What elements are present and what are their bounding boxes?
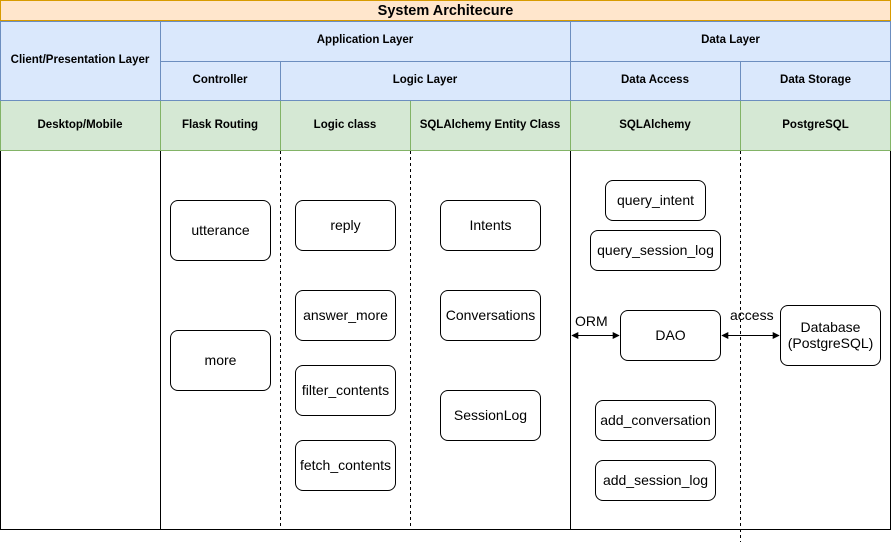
tech-controller: Flask Routing: [160, 101, 280, 151]
tech-entity-class: SQLAlchemy Entity Class: [410, 101, 570, 151]
tech-data-storage: PostgreSQL: [740, 101, 891, 151]
answer-more-box[interactable]: answer_more: [295, 290, 396, 341]
fetch-contents-box[interactable]: fetch_contents: [295, 440, 396, 491]
tech-data-access: SQLAlchemy: [570, 101, 740, 151]
intents-box[interactable]: Intents: [440, 200, 541, 251]
session-log-box[interactable]: SessionLog: [440, 390, 541, 441]
add-session-log-box[interactable]: add_session_log: [595, 460, 716, 501]
database-box[interactable]: Database (PostgreSQL): [780, 305, 881, 366]
header-data-storage: Data Storage: [740, 61, 891, 101]
tech-grid: [0, 101, 891, 151]
database-label: Database: [800, 319, 861, 336]
conversations-box[interactable]: Conversations: [440, 290, 541, 341]
diagram-title: System Architecure: [0, 0, 891, 21]
header-data-layer: Data Layer: [570, 21, 891, 61]
orm-label: ORM: [575, 313, 608, 329]
add-conversation-box[interactable]: add_conversation: [595, 400, 716, 441]
header-data-access: Data Access: [570, 61, 740, 101]
database-type-label: (PostgreSQL): [787, 334, 874, 351]
header-controller: Controller: [160, 61, 280, 101]
utterance-box[interactable]: utterance: [170, 200, 271, 261]
query-intent-box[interactable]: query_intent: [605, 180, 706, 221]
header-logic-layer: Logic Layer: [280, 61, 570, 101]
more-box[interactable]: more: [170, 330, 271, 391]
reply-box[interactable]: reply: [295, 200, 396, 251]
header-grid: [0, 21, 891, 101]
tech-client: Desktop/Mobile: [0, 101, 160, 151]
filter-contents-box[interactable]: filter_contents: [295, 365, 396, 416]
access-label: access: [730, 307, 774, 323]
tech-logic-class: Logic class: [280, 101, 410, 151]
query-session-log-box[interactable]: query_session_log: [590, 230, 721, 271]
header-application-layer: Application Layer: [160, 21, 570, 61]
dao-box[interactable]: DAO: [620, 310, 721, 361]
header-client-layer: Client/Presentation Layer: [0, 21, 160, 101]
dashed-separators: [280, 151, 741, 542]
